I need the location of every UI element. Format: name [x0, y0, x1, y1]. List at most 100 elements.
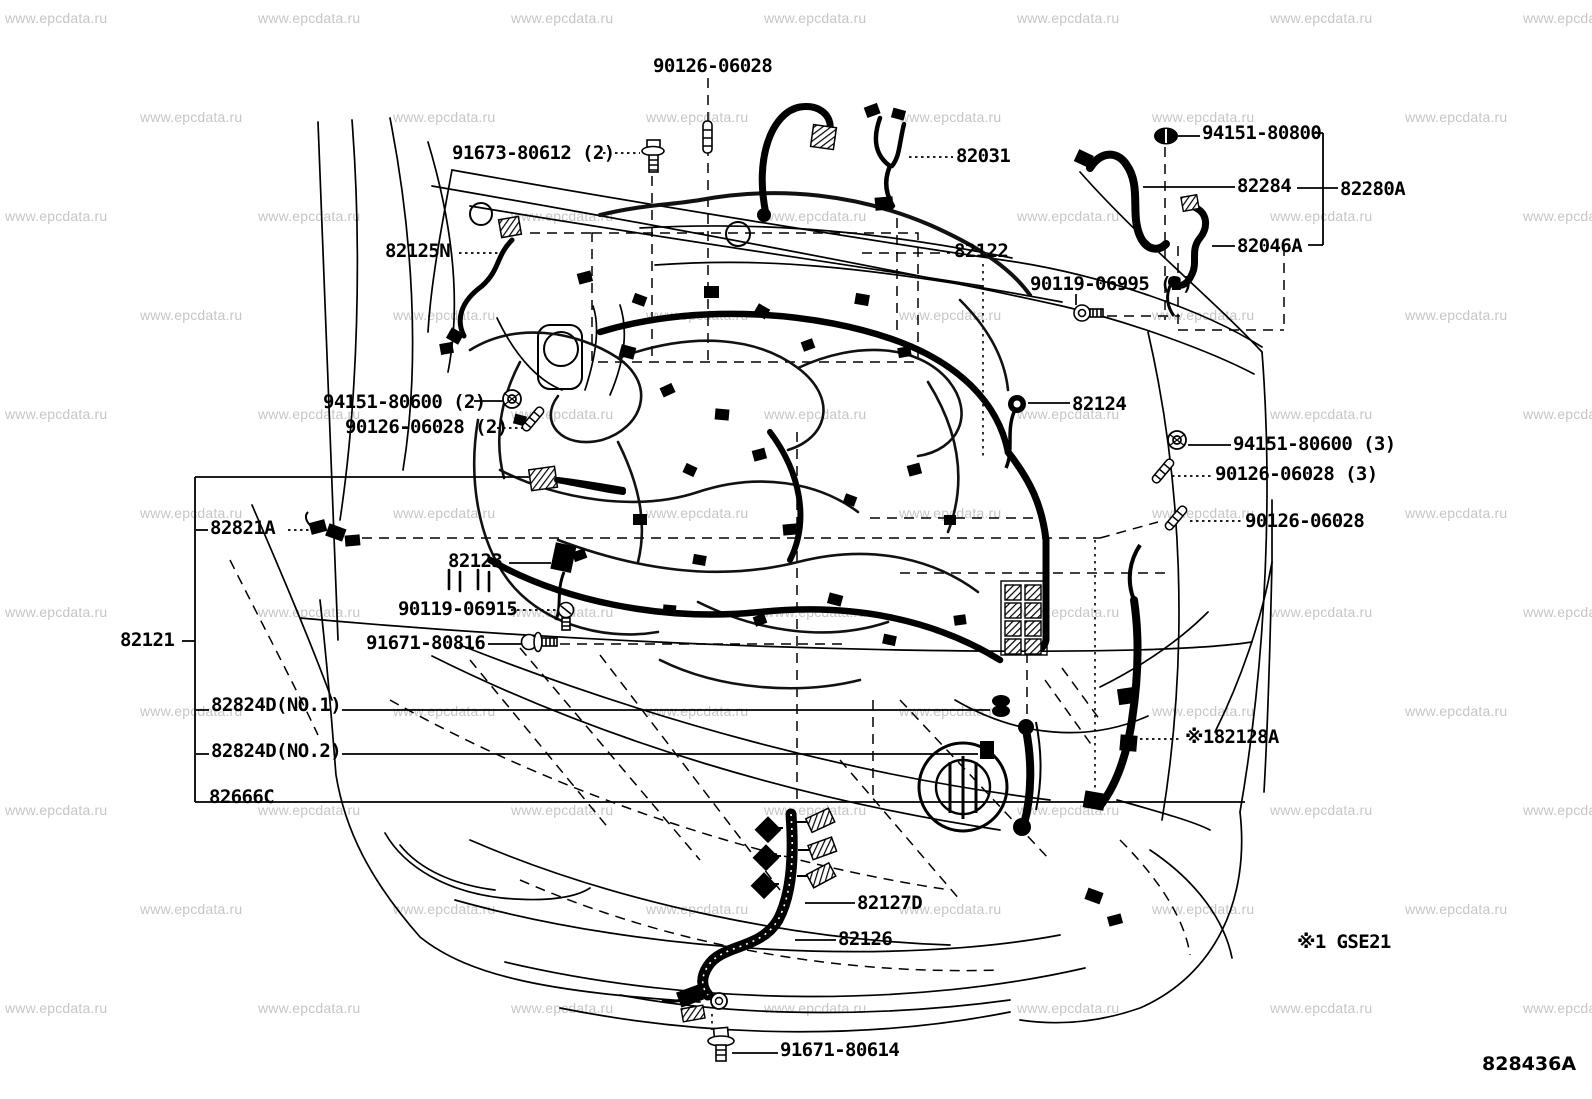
- watermark-text: www.epcdata.ru: [1270, 406, 1373, 422]
- watermark-text: www.epcdata.ru: [5, 208, 108, 224]
- watermark-text: www.epcdata.ru: [1405, 307, 1508, 323]
- harness-82031: [863, 102, 907, 211]
- watermark-text: www.epcdata.ru: [1405, 505, 1508, 521]
- dotted-reference-lines: [711, 264, 1096, 1030]
- eyelet-icon-82124: [1004, 395, 1026, 469]
- leader-lines-dotted: [288, 152, 1242, 740]
- part-label-90119-06995[interactable]: 90119-06995 (2): [1030, 273, 1193, 295]
- watermark-text: www.epcdata.ru: [1523, 604, 1592, 620]
- nut-icon-94151-3: [1167, 430, 1187, 450]
- part-label-94151-80600-2[interactable]: 94151-80600 (2): [323, 391, 486, 413]
- watermark-text: www.epcdata.ru: [899, 505, 1002, 521]
- part-label-90119-06915[interactable]: 90119-06915: [398, 598, 518, 620]
- connector-82123: [550, 542, 577, 621]
- watermark-text: www.epcdata.ru: [393, 307, 496, 323]
- part-label-82666C[interactable]: 82666C: [209, 786, 275, 808]
- harness-82284: [1073, 149, 1170, 253]
- watermark-text: www.epcdata.ru: [764, 10, 867, 26]
- bracket-82280A: [1143, 132, 1338, 247]
- part-label-82126[interactable]: 82126: [838, 928, 893, 950]
- part-label-82046A[interactable]: 82046A: [1237, 235, 1303, 257]
- part-label-82123[interactable]: 82123: [448, 550, 503, 572]
- watermark-text: www.epcdata.ru: [764, 406, 867, 422]
- watermark-text: www.epcdata.ru: [140, 307, 243, 323]
- label-GSE21-note: ※1 GSE21: [1297, 931, 1391, 953]
- part-label-90126-06028-2[interactable]: 90126-06028 (2): [345, 416, 508, 438]
- bracket-82121: [182, 476, 1245, 803]
- part-label-91671-80816[interactable]: 91671-80816: [366, 632, 486, 654]
- screw-icon-90119-06915: [557, 601, 575, 631]
- watermark-text: www.epcdata.ru: [1152, 703, 1255, 719]
- part-label-82284[interactable]: 82284: [1237, 175, 1292, 197]
- watermark-text: www.epcdata.ru: [5, 802, 108, 818]
- watermark-text: www.epcdata.ru: [511, 802, 614, 818]
- part-label-82128A[interactable]: ※182128A: [1185, 726, 1279, 748]
- leader-lines-solid: [474, 294, 1231, 1054]
- watermark-text: www.epcdata.ru: [258, 1000, 361, 1016]
- watermark-text: www.epcdata.ru: [393, 901, 496, 917]
- part-label-82031[interactable]: 82031: [956, 145, 1011, 167]
- stud-icon-90126-2: [521, 406, 545, 432]
- bolt-icon-90119-06995: [1073, 304, 1104, 322]
- part-label-94151-80800[interactable]: 94151-80800: [1202, 122, 1322, 144]
- watermark-text: www.epcdata.ru: [258, 406, 361, 422]
- part-label-91671-80614[interactable]: 91671-80614: [780, 1039, 900, 1061]
- watermark-text: www.epcdata.ru: [393, 109, 496, 125]
- watermark-text: www.epcdata.ru: [899, 109, 1002, 125]
- watermark-text: www.epcdata.ru: [5, 10, 108, 26]
- watermark-text: www.epcdata.ru: [140, 505, 243, 521]
- watermark-text: www.epcdata.ru: [646, 703, 749, 719]
- watermark-text: www.epcdata.ru: [1523, 406, 1592, 422]
- harness-82666C: [1013, 719, 1042, 836]
- bolt-icon-91671-80816: [520, 631, 558, 653]
- watermark-text: www.epcdata.ru: [646, 109, 749, 125]
- grommet-82824D-no2: [980, 741, 994, 759]
- label-828436A: 828436A: [1482, 1053, 1577, 1075]
- bolt-icon-91671-80614: [707, 1026, 735, 1062]
- watermark-text: www.epcdata.ru: [899, 901, 1002, 917]
- clamp-82821A: [304, 511, 361, 547]
- part-label-90126-06028-3[interactable]: 90126-06028 (3): [1215, 463, 1378, 485]
- part-label-82127D[interactable]: 82127D: [857, 892, 923, 914]
- harness-hook-top: [757, 103, 838, 222]
- watermark-text: www.epcdata.ru: [258, 802, 361, 818]
- watermark-text: www.epcdata.ru: [5, 604, 108, 620]
- watermark-text: www.epcdata.ru: [1523, 10, 1592, 26]
- part-label-82824D-NO1[interactable]: 82824D(NO.1): [211, 694, 342, 716]
- connector-82121-top: [527, 465, 626, 495]
- watermark-text: www.epcdata.ru: [140, 703, 243, 719]
- part-label-82280A[interactable]: 82280A: [1340, 178, 1406, 200]
- watermark-text: www.epcdata.ru: [393, 703, 496, 719]
- harness-82125N: [439, 215, 523, 355]
- part-label-90126-06028-top[interactable]: 90126-06028: [653, 55, 773, 77]
- watermark-text: www.epcdata.ru: [1152, 109, 1255, 125]
- harness-connectors: [512, 270, 1124, 927]
- part-label-82121[interactable]: 82121: [120, 629, 175, 651]
- part-label-90126-06028-right[interactable]: 90126-06028: [1245, 510, 1365, 532]
- grommet-icon-94151-80800: [1154, 127, 1178, 145]
- watermark-text: www.epcdata.ru: [511, 10, 614, 26]
- watermark-text: www.epcdata.ru: [1405, 109, 1508, 125]
- watermark-text: www.epcdata.ru: [140, 109, 243, 125]
- grommet-82824D-no1: [992, 695, 1010, 717]
- watermark-text: www.epcdata.ru: [646, 901, 749, 917]
- watermark-text: www.epcdata.ru: [258, 10, 361, 26]
- watermark-text: www.epcdata.ru: [140, 901, 243, 917]
- part-label-82122[interactable]: 82122: [954, 240, 1009, 262]
- part-label-82125N[interactable]: 82125N: [385, 240, 451, 262]
- watermark-text: www.epcdata.ru: [1270, 1000, 1373, 1016]
- part-label-94151-80600-3[interactable]: 94151-80600 (3): [1233, 433, 1396, 455]
- part-label-82824D-NO2[interactable]: 82824D(NO.2): [211, 740, 342, 762]
- part-label-91673-80612[interactable]: 91673-80612 (2): [452, 142, 615, 164]
- harness-82128A: [1082, 543, 1142, 811]
- watermark-text: www.epcdata.ru: [1017, 208, 1120, 224]
- bolt-icon-91673: [641, 139, 665, 173]
- part-label-82124[interactable]: 82124: [1072, 393, 1127, 415]
- part-label-82821A[interactable]: 82821A: [210, 517, 276, 539]
- watermark-text: www.epcdata.ru: [764, 208, 867, 224]
- watermark-text: www.epcdata.ru: [1523, 802, 1592, 818]
- watermark-text: www.epcdata.ru: [1017, 10, 1120, 26]
